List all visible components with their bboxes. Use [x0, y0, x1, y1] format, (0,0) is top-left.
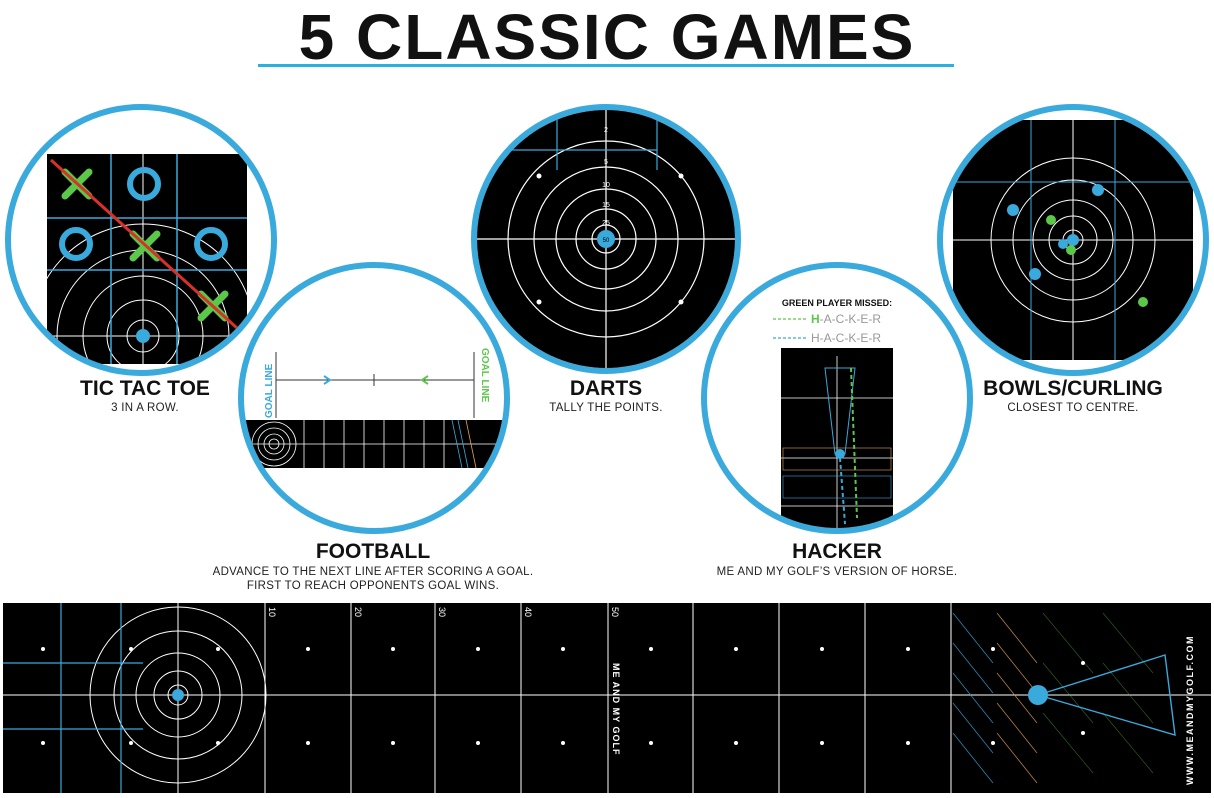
ring-25-score: 25: [602, 220, 610, 227]
mat-distance-50: 50: [610, 607, 620, 617]
page-title: 5 CLASSIC GAMES: [298, 1, 916, 73]
bowls-label: BOWLS/CURLING: [983, 377, 1163, 400]
darts-desc: TALLY THE POINTS.: [549, 402, 663, 414]
football-desc-2: FIRST TO REACH OPPONENTS GOAL WINS.: [246, 580, 500, 592]
mat-url: WWW.MEANDMYGOLF.COM: [1185, 635, 1195, 785]
hacker-desc: ME AND MY GOLF’S VERSION OF HORSE.: [716, 566, 958, 578]
ring-10-score: 10: [602, 182, 610, 189]
darts-circle: 50 25 15 10 5 2: [471, 104, 741, 374]
tic-tac-toe-desc: 3 IN A ROW.: [111, 402, 179, 414]
ring-15-score: 15: [602, 202, 610, 209]
tic-tac-toe-label: TIC TAC TOE: [80, 377, 210, 400]
hacker-missed-title: GREEN PLAYER MISSED:: [782, 298, 892, 308]
bull-score: 50: [603, 238, 610, 244]
football-desc-1: ADVANCE TO THE NEXT LINE AFTER SCORING A…: [212, 566, 534, 578]
hacker-blue-word: H-A-C-K-E-R: [811, 331, 881, 345]
ring-5-score: 5: [604, 159, 608, 166]
goal-line-left: GOAL LINE: [264, 363, 275, 418]
svg-text:H-A-C-K-E-R: H-A-C-K-E-R: [811, 312, 881, 326]
hacker-green-rest: -A-C-K-E-R: [820, 312, 882, 326]
mat-distance-10: 10: [267, 607, 277, 617]
mat-distance-30: 30: [437, 607, 447, 617]
football-label: FOOTBALL: [315, 540, 431, 563]
bowls-circle: [937, 104, 1209, 376]
hacker-green-letter: H: [811, 312, 820, 326]
football-circle: GOAL LINE GOAL LINE: [238, 262, 510, 534]
mat-distance-40: 40: [523, 607, 533, 617]
hacker-circle: GREEN PLAYER MISSED: H-A-C-K-E-R H-A-C-K…: [701, 262, 973, 534]
ring-2-score: 2: [604, 127, 608, 134]
title-underline: [258, 64, 954, 67]
darts-label: DARTS: [569, 377, 643, 400]
tic-tac-toe-circle: [5, 104, 277, 376]
bowls-desc: CLOSEST TO CENTRE.: [1007, 402, 1139, 414]
hacker-label: HACKER: [792, 540, 882, 563]
mat-distance-20: 20: [353, 607, 363, 617]
mat-brand: ME AND MY GOLF: [611, 663, 621, 756]
putting-mat: 10 20 30 40 50 ME AND MY GOLF WWW.MEANDM…: [3, 603, 1211, 793]
goal-line-right: GOAL LINE: [479, 348, 490, 403]
